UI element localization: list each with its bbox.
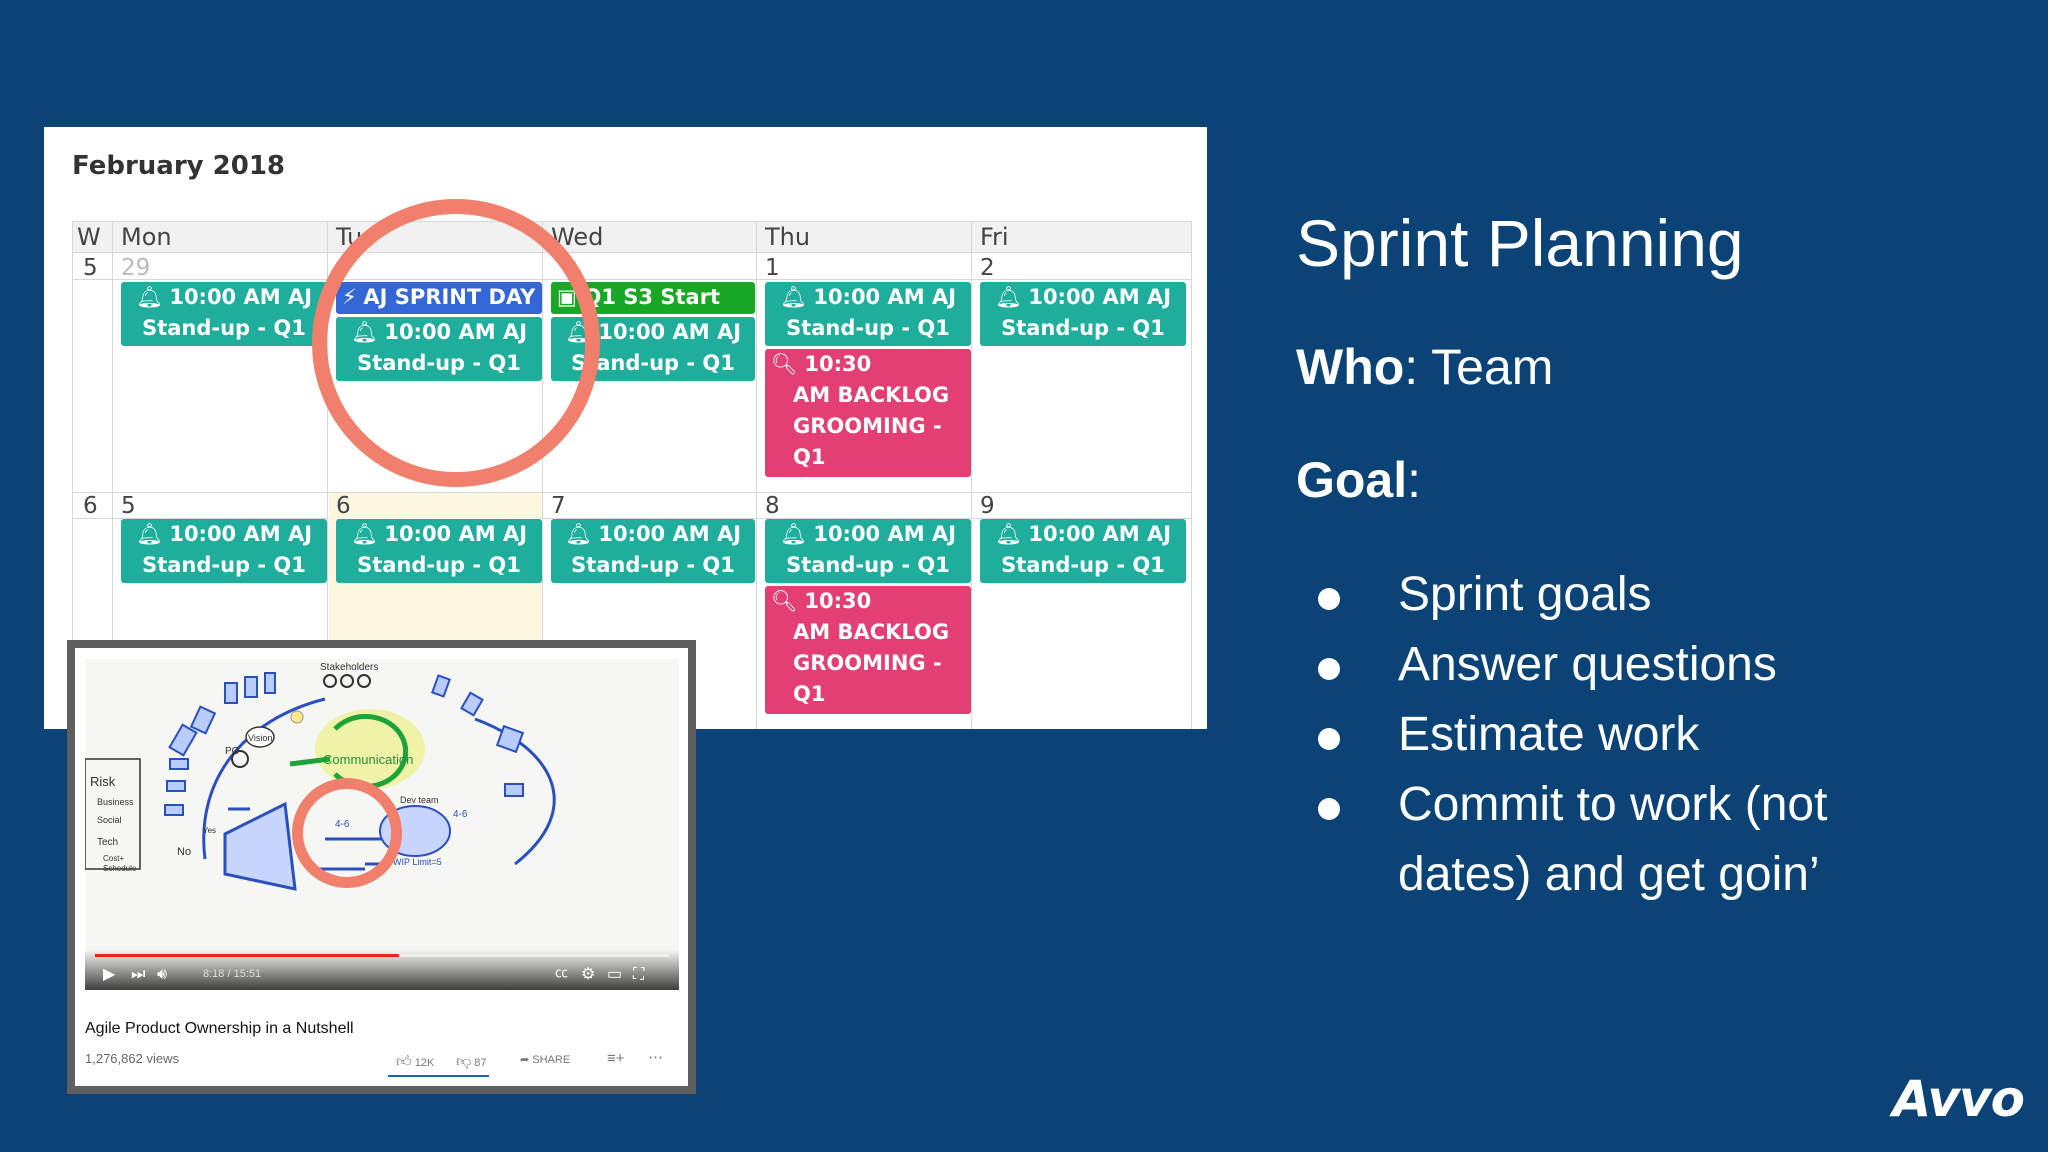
bell-icon: 🔔︎ (135, 522, 170, 546)
highlight-circle (292, 778, 402, 888)
bell-icon: 🔔︎ (994, 522, 1029, 546)
avvo-logo: Avvo (1892, 1070, 2025, 1128)
svg-text:Yes: Yes (203, 826, 216, 835)
header-fri: Fri (972, 221, 1192, 253)
calendar-screenshot: February 2018 W Mon Tu Wed Thu Fri 5 6 2… (44, 127, 1207, 729)
svg-text:Communication: Communication (323, 752, 413, 767)
header-thu: Thu (757, 221, 972, 253)
header-mon: Mon (113, 221, 328, 253)
day-number: 2 (980, 255, 995, 281)
share-button[interactable]: ➦ SHARE (520, 1054, 571, 1066)
svg-text:4-6: 4-6 (453, 809, 468, 820)
dislike-button[interactable]: 👎︎ 87 (456, 1053, 487, 1070)
lightbulb-icon (290, 710, 304, 724)
video-views: 1,276,862 views (85, 1051, 179, 1066)
bell-icon: 🔔︎ (994, 285, 1029, 309)
goal-line: Goal: (1296, 452, 1422, 508)
day-number: 9 (980, 493, 995, 519)
header-week: W (73, 221, 113, 253)
bullet-icon (1318, 658, 1340, 680)
day-number: 5 (121, 493, 136, 519)
next-icon[interactable]: ⏭︎ (131, 966, 146, 983)
video-frame[interactable]: Communication Stakeholders PO Vision Ris… (85, 659, 679, 990)
bullet-icon (1318, 798, 1340, 820)
thumbs-down-icon: 👎︎ (456, 1053, 472, 1070)
video-player-card: Communication Stakeholders PO Vision Ris… (67, 640, 696, 1094)
svg-text:Stakeholders: Stakeholders (320, 662, 378, 673)
svg-text:WIP Limit=5: WIP Limit=5 (393, 857, 442, 867)
svg-text:Business: Business (97, 797, 134, 807)
standup-event[interactable]: 🔔︎ 10:00 AM AJ Stand-up - Q1 (336, 519, 542, 583)
svg-text:Social: Social (97, 815, 122, 825)
funnel-icon (223, 801, 297, 891)
video-time: 8:18 / 15:51 (203, 968, 262, 980)
theater-mode-icon[interactable]: ▭ (607, 966, 623, 983)
goal-list: Sprint goals Answer questions Estimate w… (1310, 560, 1870, 910)
day-number: 29 (121, 255, 151, 281)
bell-icon: 🔔︎ (779, 522, 814, 546)
like-button[interactable]: 👍︎ 12K (396, 1053, 435, 1070)
list-item: Commit to work (not dates) and get goin’ (1310, 770, 1870, 910)
bullet-icon (1318, 588, 1340, 610)
standup-event[interactable]: 🔔︎ 10:00 AM AJ Stand-up - Q1 (551, 519, 755, 583)
bell-icon: 🔔︎ (135, 285, 170, 309)
standup-event[interactable]: 🔔︎ 10:00 AM AJ Stand-up - Q1 (765, 519, 971, 583)
search-icon: 🔍︎ (771, 352, 805, 376)
svg-text:Cost+: Cost+ (103, 854, 124, 863)
svg-text:Vision: Vision (248, 733, 272, 743)
list-item: Sprint goals (1310, 560, 1870, 630)
bullet-icon (1318, 728, 1340, 750)
standup-event[interactable]: 🔔︎ 10:00 AM AJ Stand-up - Q1 (980, 519, 1186, 583)
header-wed: Wed (543, 221, 757, 253)
standup-event[interactable]: 🔔︎ 10:00 AM AJ Stand-up - Q1 (121, 519, 327, 583)
video-title[interactable]: Agile Product Ownership in a Nutshell (85, 1020, 354, 1037)
who-line: Who: Team (1296, 339, 1554, 395)
communication-blob (315, 709, 425, 789)
calendar-month-title: February 2018 (72, 151, 286, 181)
svg-text:Risk: Risk (90, 774, 116, 789)
svg-text:Schedule: Schedule (103, 864, 137, 873)
svg-text:Dev team: Dev team (400, 795, 439, 805)
video-progress-bar[interactable] (95, 954, 669, 957)
day-number: 6 (336, 493, 351, 519)
sketch-illustration: Communication Stakeholders PO Vision Ris… (85, 662, 556, 891)
svg-text:No: No (177, 846, 191, 858)
week-number: 6 (83, 493, 98, 519)
list-item: Answer questions (1310, 630, 1870, 700)
share-icon: ➦ (520, 1054, 530, 1066)
product-owner-figure (231, 750, 249, 768)
gear-icon[interactable]: ⚙︎ (581, 966, 596, 983)
captions-icon[interactable]: ㏄ (555, 965, 569, 980)
fullscreen-icon[interactable]: ⛶ (633, 966, 645, 983)
slide-title: Sprint Planning (1296, 206, 1744, 280)
thumbs-up-icon: 👍︎ (396, 1053, 412, 1070)
week-number: 5 (83, 255, 98, 281)
svg-text:Tech: Tech (97, 837, 118, 848)
day-number: 7 (551, 493, 566, 519)
play-icon[interactable]: ▶ (103, 966, 116, 983)
backlog-grooming-event[interactable]: 🔍︎ 10:30 AM BACKLOG GROOMING - Q1 (765, 586, 971, 714)
bell-icon: 🔔︎ (779, 285, 814, 309)
like-ratio-bar (388, 1075, 489, 1077)
search-icon: 🔍︎ (771, 589, 805, 613)
backlog-grooming-event[interactable]: 🔍︎ 10:30 AM BACKLOG GROOMING - Q1 (765, 349, 971, 477)
standup-event[interactable]: 🔔︎ 10:00 AM AJ Stand-up - Q1 (980, 282, 1186, 346)
list-item: Estimate work (1310, 700, 1870, 770)
highlight-circle (312, 199, 600, 487)
standup-event[interactable]: 🔔︎ 10:00 AM AJ Stand-up - Q1 (765, 282, 971, 346)
add-to-playlist-icon[interactable]: ≡+ (607, 1050, 625, 1067)
day-number: 8 (765, 493, 780, 519)
day-number: 1 (765, 255, 780, 281)
bell-icon: 🔔︎ (350, 522, 385, 546)
svg-text:PO: PO (225, 746, 240, 757)
volume-icon[interactable]: 🔊︎ (157, 966, 168, 983)
standup-event[interactable]: 🔔︎ 10:00 AM AJ Stand-up - Q1 (121, 282, 327, 346)
bell-icon: 🔔︎ (564, 522, 599, 546)
more-icon[interactable]: ⋯ (648, 1049, 663, 1066)
